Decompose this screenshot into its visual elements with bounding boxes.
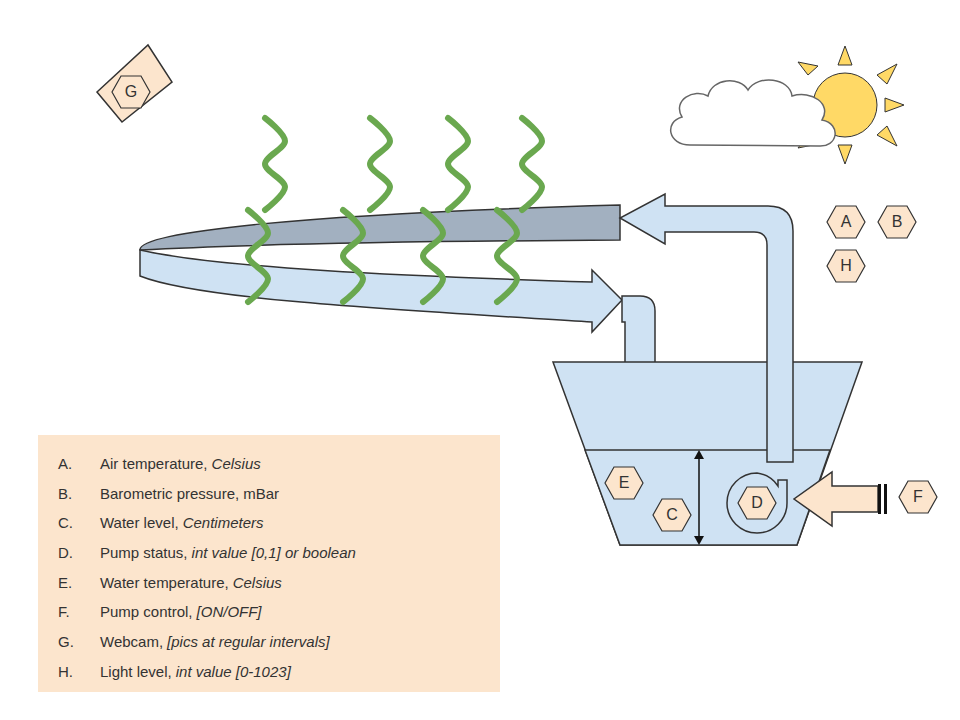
legend-row: H.Light level,int value [0-1023] <box>58 662 500 692</box>
flow-band <box>140 250 622 332</box>
sensor-hexagon: A <box>826 205 866 239</box>
plant-squiggle <box>448 118 468 210</box>
plant-squiggle <box>423 210 443 302</box>
unit-text: mBar <box>243 484 279 504</box>
legend-panel: A.Air temperature,CelsiusB.Barometric pr… <box>38 435 500 692</box>
unit-text: Celsius <box>233 573 282 593</box>
sensor-hexagon: F <box>898 480 938 514</box>
hexagon-shape <box>827 206 865 238</box>
quantity-name: Pump status, <box>100 543 188 563</box>
plant-squiggle <box>265 118 285 210</box>
hexagon-shape <box>827 250 865 282</box>
legend-row: G.Webcam,[pics at regular intervals] <box>58 632 500 662</box>
callout-letter: C <box>666 506 678 524</box>
plant-squiggle <box>343 210 363 302</box>
unit-text: [pics at regular intervals] <box>167 632 330 652</box>
list-marker: D. <box>58 543 100 563</box>
unit-text: Celsius <box>212 454 261 474</box>
legend-row: F.Pump control,[ON/OFF] <box>58 602 500 632</box>
callout-letter: F <box>913 488 923 506</box>
legend-row: C.Water level,Centimeters <box>58 513 500 543</box>
sensor-hexagon: B <box>877 205 917 239</box>
sensor-hexagon: G <box>111 75 151 109</box>
hexagon-shape <box>653 499 691 531</box>
list-marker: C. <box>58 513 100 533</box>
callout-letter: A <box>841 213 852 231</box>
quantity-name: Webcam, <box>100 632 163 652</box>
plant-squiggle <box>497 210 517 302</box>
quantity-name: Light level, <box>100 662 172 682</box>
unit-text: Centimeters <box>183 513 264 533</box>
tank <box>553 362 862 545</box>
callout-letter: G <box>125 83 137 101</box>
plant-squiggle <box>370 118 390 210</box>
unit-text: int value [0,1] or boolean <box>192 543 356 563</box>
list-marker: H. <box>58 662 100 682</box>
callout-letter: H <box>840 257 852 275</box>
plant-squiggle <box>522 118 542 210</box>
plants <box>248 118 542 302</box>
water <box>585 450 830 545</box>
hexagon-shape <box>112 76 150 108</box>
quantity-name: Water level, <box>100 513 179 533</box>
unit-text: int value [0-1023] <box>176 662 291 682</box>
pump-symbol <box>727 473 787 533</box>
list-marker: B. <box>58 484 100 504</box>
quantity-name: Air temperature, <box>100 454 208 474</box>
legend-row: B.Barometric pressure,mBar <box>58 484 500 514</box>
webcam-outline <box>97 45 172 122</box>
hexagon-shape <box>605 467 643 499</box>
sensor-hexagon: C <box>652 498 692 532</box>
cloud <box>671 80 835 146</box>
legend-row: A.Air temperature,Celsius <box>58 454 500 484</box>
sensor-hexagon: D <box>737 486 777 520</box>
riser-pipe <box>620 194 793 462</box>
callout-letter: E <box>619 474 630 492</box>
hexagon-shape <box>878 206 916 238</box>
legend-row: E.Water temperature,Celsius <box>58 573 500 603</box>
callout-letter: D <box>751 494 763 512</box>
hexagon-shape <box>899 481 937 513</box>
hexagon-shape <box>738 487 776 519</box>
return-band <box>140 205 620 250</box>
sensor-hexagon: H <box>826 249 866 283</box>
list-marker: E. <box>58 573 100 593</box>
callout-letter: B <box>892 213 903 231</box>
quantity-name: Water temperature, <box>100 573 229 593</box>
unit-text: [ON/OFF] <box>197 602 262 622</box>
sensor-hexagon: E <box>604 466 644 500</box>
level-measure <box>694 450 704 545</box>
legend-row: D.Pump status,int value [0,1] or boolean <box>58 543 500 573</box>
quantity-name: Pump control, <box>100 602 193 622</box>
list-marker: A. <box>58 454 100 474</box>
quantity-name: Barometric pressure, <box>100 484 239 504</box>
plant-squiggle <box>248 210 268 302</box>
list-marker: G. <box>58 632 100 652</box>
list-marker: F. <box>58 602 100 622</box>
pump-control-arrow <box>794 472 887 526</box>
